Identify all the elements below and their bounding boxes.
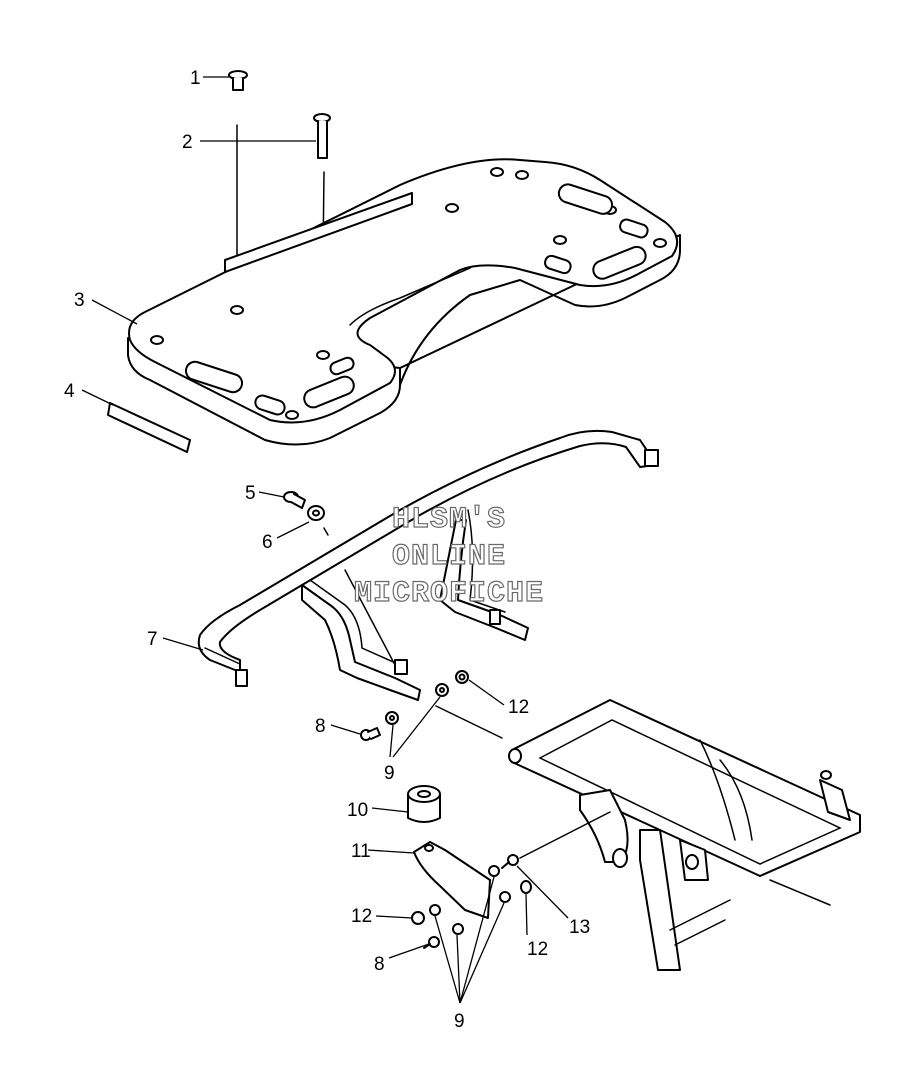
part-10-spacer: [407, 785, 441, 823]
callout-12: 12: [351, 906, 372, 927]
part-7-right-leg: [439, 509, 529, 641]
part-3-rack-panel: [127, 158, 681, 446]
callout-12: 12: [527, 939, 548, 960]
callout-10: 10: [347, 800, 368, 821]
callout-9: 9: [454, 1011, 465, 1032]
part-4-strip: [107, 402, 191, 453]
assembly-line: [435, 705, 503, 739]
callout-12: 12: [508, 697, 529, 718]
part-8-bolt-lower: [423, 936, 440, 949]
watermark-line-3: MICROFICHE: [354, 577, 544, 611]
callout-9: 9: [384, 763, 395, 784]
callout-3: 3: [74, 290, 85, 311]
part-6-washer: [307, 505, 325, 521]
assembly-line: [323, 527, 329, 536]
callout-5: 5: [245, 483, 256, 504]
callout-13: 13: [569, 917, 590, 938]
callout-4: 4: [64, 381, 75, 402]
part-9-washer-upper: [385, 683, 449, 725]
callout-11: 11: [351, 841, 371, 862]
watermark-line-1: HLSM'S: [392, 503, 506, 537]
part-13-bolt: [501, 854, 519, 869]
callout-6: 6: [262, 532, 273, 553]
callout-8: 8: [315, 716, 326, 737]
part-5-bolt: [283, 491, 306, 509]
vehicle-frame: [508, 699, 861, 971]
part-7-left-leg: [301, 569, 421, 701]
callout-2: 2: [182, 132, 193, 153]
part-11-bracket: [413, 841, 491, 919]
callout-labels: 1 2 3 4 5 6 7 8 9 10 11 12 12 12 13 8 9: [64, 68, 590, 1032]
part-12-nut-upper: [455, 670, 469, 684]
part-1-bolt: [228, 70, 248, 91]
part-8-bolt-upper: [360, 727, 381, 741]
part-9-washer-lower: [429, 865, 511, 935]
leader-lines: [81, 76, 569, 1004]
callout-7: 7: [147, 629, 158, 650]
part-7-rack-tube: [197, 429, 659, 687]
assembly-line: [519, 811, 611, 859]
part-2-bolt: [313, 113, 331, 159]
watermark: HLSM'S ONLINE MICROFICHE: [353, 502, 544, 611]
callout-1: 1: [190, 68, 201, 89]
callout-8: 8: [374, 954, 385, 975]
watermark-line-2: ONLINE: [392, 540, 506, 574]
